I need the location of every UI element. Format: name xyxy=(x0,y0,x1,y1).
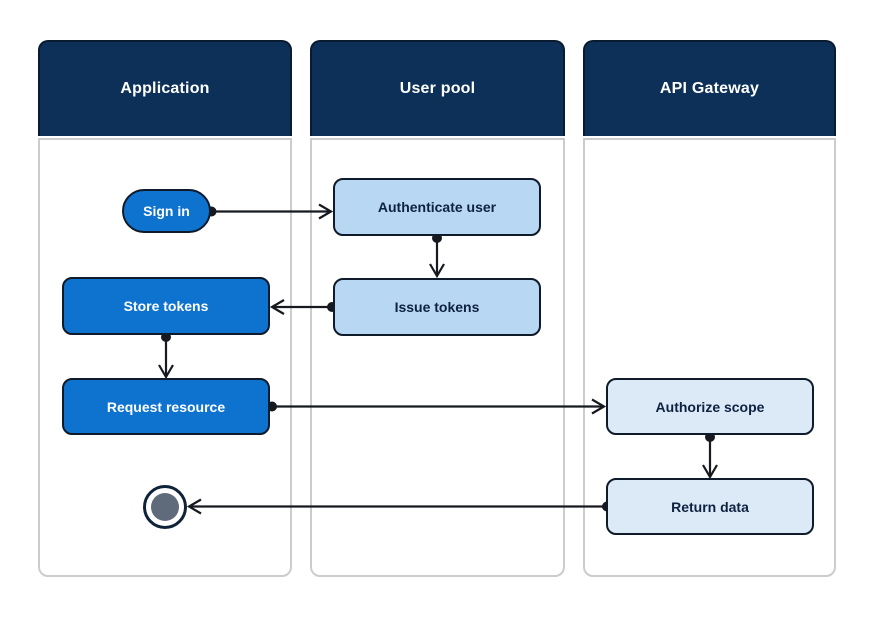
lane-header-api-gateway: API Gateway xyxy=(583,40,836,136)
lane-header-application: Application xyxy=(38,40,292,136)
node-store-tokens: Store tokens xyxy=(62,277,270,335)
node-issue-tokens: Issue tokens xyxy=(333,278,541,336)
lane-title-user-pool: User pool xyxy=(399,80,476,97)
end-node-inner-circle xyxy=(151,493,179,521)
node-store-tokens-label: Store tokens xyxy=(123,298,209,314)
node-issue-tokens-label: Issue tokens xyxy=(394,299,480,315)
node-return-data-label: Return data xyxy=(671,498,749,515)
node-authorize-scope-label: Authorize scope xyxy=(655,398,765,415)
lane-header-user-pool: User pool xyxy=(310,40,565,136)
node-authorize-scope: Authorize scope xyxy=(606,378,814,435)
node-authenticate-user-label: Authenticate user xyxy=(377,199,497,215)
end-node xyxy=(143,485,187,529)
lane-title-application: Application xyxy=(120,80,210,97)
lane-title-api-gateway: API Gateway xyxy=(659,80,760,97)
node-request-resource-label: Request resource xyxy=(106,398,226,415)
node-request-resource: Request resource xyxy=(62,378,270,435)
node-authenticate-user: Authenticate user xyxy=(333,178,541,236)
node-sign-in-label: Sign in xyxy=(143,203,190,219)
node-sign-in: Sign in xyxy=(122,189,211,233)
node-return-data: Return data xyxy=(606,478,814,535)
